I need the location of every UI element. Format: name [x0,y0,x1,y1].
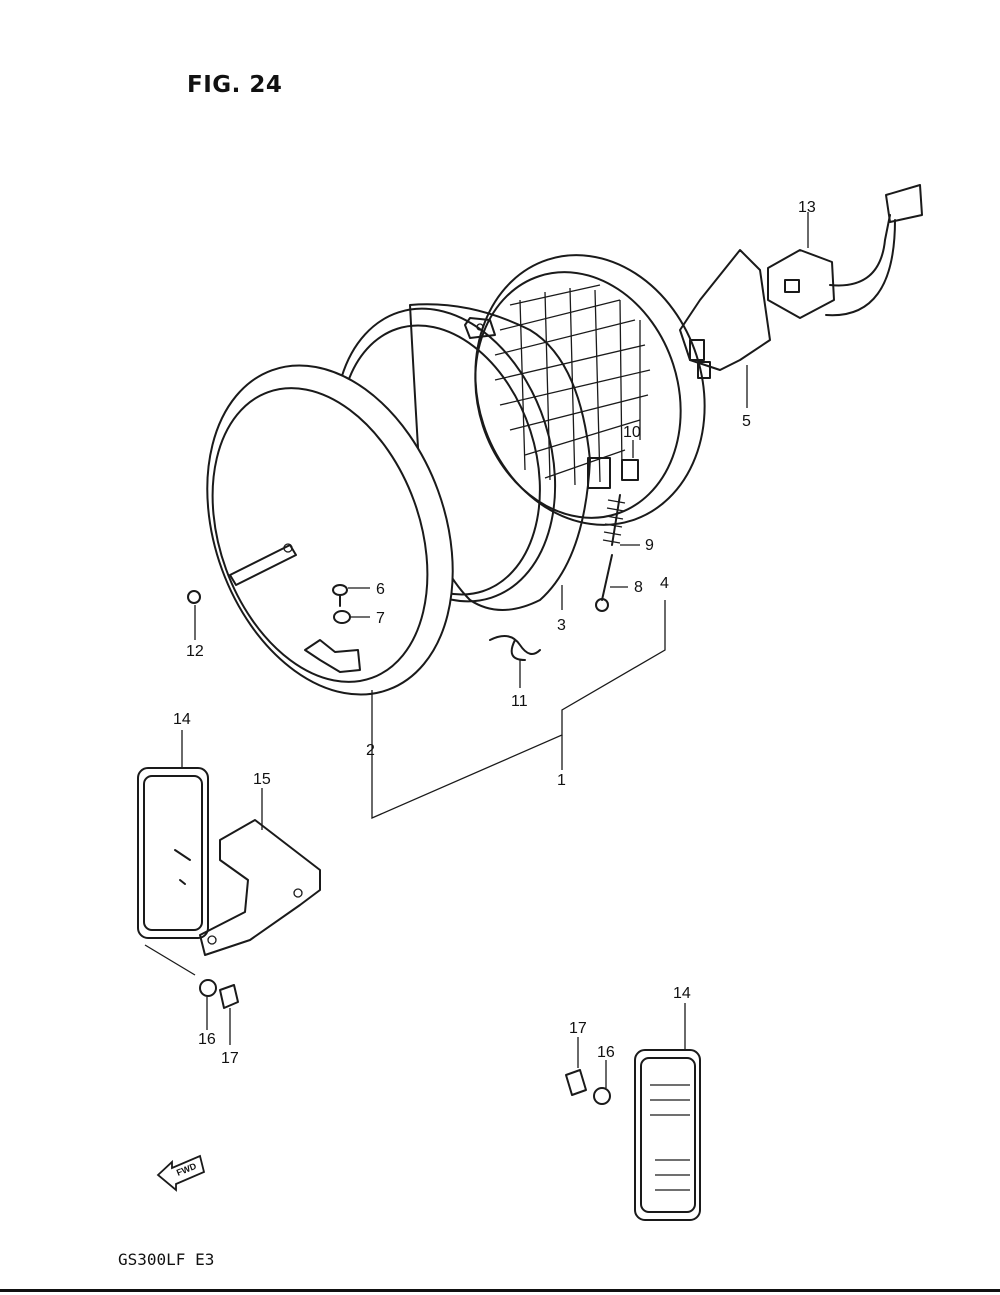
reflector-bracket-left [137,767,321,1009]
headlamp-unit [474,254,706,526]
callout-16-right: 16 [597,1044,615,1061]
fwd-arrow-icon: FWD [156,1154,206,1192]
headlamp-rim [206,364,454,696]
adjuster-parts [587,457,639,612]
reflector-right [565,1049,701,1221]
wiring-connector [767,184,923,319]
model-footer: GS300LF E3 [118,1250,215,1269]
leader-lines [144,212,809,1088]
callout-2: 2 [366,742,375,759]
callout-5: 5 [742,413,751,430]
callout-17-right: 17 [569,1020,587,1037]
callout-8: 8 [634,579,643,596]
callout-7: 7 [376,610,385,627]
callout-4: 4 [660,575,669,592]
figure-title: FIG. 24 [187,72,283,98]
callout-10: 10 [623,424,641,441]
callout-6: 6 [376,581,385,598]
callout-12: 12 [186,643,204,660]
callout-15: 15 [253,771,271,788]
callout-11: 11 [511,693,528,710]
callout-16-left: 16 [198,1031,216,1048]
callout-3: 3 [557,617,566,634]
socket-cap [679,249,771,379]
callout-9: 9 [645,537,654,554]
bottom-rule [0,1289,1000,1292]
callout-14-right: 14 [673,985,691,1002]
callout-17-left: 17 [221,1050,239,1067]
callout-1: 1 [557,772,566,789]
callout-14-left: 14 [173,711,191,728]
small-fasteners [187,584,541,661]
callout-13: 13 [798,199,816,216]
